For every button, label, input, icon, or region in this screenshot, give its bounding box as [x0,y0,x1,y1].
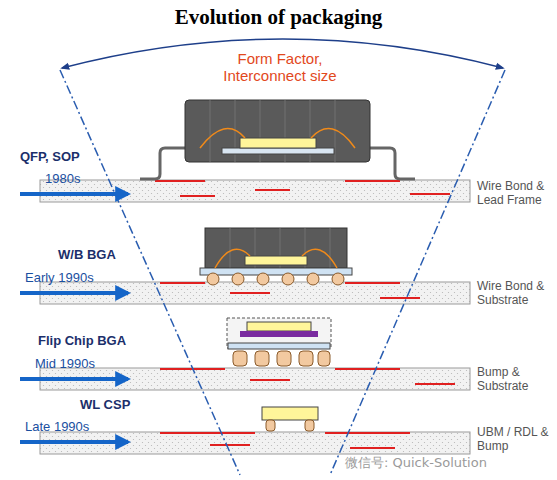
era-label: Early 1990s [25,271,94,286]
package-name: WL CSP [80,398,130,413]
pcb-trace [155,181,455,448]
interconnect-label: Bump & Substrate [477,366,553,394]
interconnect-label: UBM / RDL & Bump [477,426,553,454]
watermark: 微信号: Quick-Solution [345,456,487,471]
package-name: W/B BGA [58,248,116,263]
diagram-title: Evolution of packaging [0,5,557,29]
era-label: 1980s [45,172,80,187]
era-label: Late 1990s [25,420,89,435]
interconnect-label: Wire Bond & Substrate [477,280,553,308]
pcb-board [40,180,470,454]
wlcsp-package [262,407,318,431]
qfp-package [140,100,415,179]
package-name: QFP, SOP [20,150,80,165]
flip-chip-package [227,318,331,366]
era-label: Mid 1990s [35,357,95,372]
package-name: Flip Chip BGA [38,334,126,349]
axis-label: Form Factor, Interconnect size [205,50,355,85]
wb-bga-package [200,228,352,285]
cone-line [60,70,505,475]
interconnect-label: Wire Bond & Lead Frame [477,180,553,208]
